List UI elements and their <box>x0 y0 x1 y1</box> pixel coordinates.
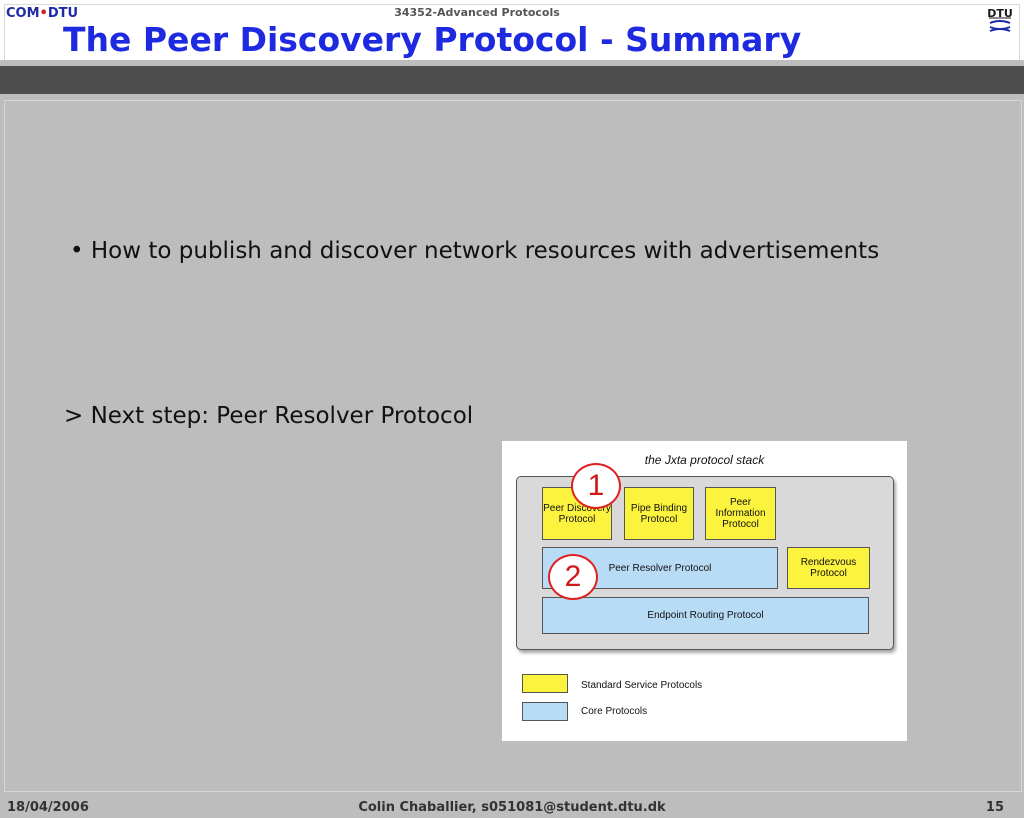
legend-label-standard: Standard Service Protocols <box>581 680 703 691</box>
dtu-logo-text: DTU <box>987 7 1013 20</box>
footer-date: 18/04/2006 <box>7 800 89 815</box>
endpoint-routing-box: Endpoint Routing Protocol <box>542 597 869 634</box>
marker-2: 2 <box>548 554 598 600</box>
header-divider-bar <box>0 66 1024 94</box>
figure-title: the Jxta protocol stack <box>644 453 765 467</box>
legend-swatch-standard <box>522 674 568 693</box>
legend-label-core: Core Protocols <box>581 706 648 717</box>
marker-1: 1 <box>571 463 621 509</box>
page-number: 15 <box>985 800 1004 815</box>
bullet-point: • How to publish and discover network re… <box>70 238 880 264</box>
legend-swatch-core <box>522 702 568 721</box>
logo-dtu-text: DTU <box>47 6 79 21</box>
jxta-stack-figure: the Jxta protocol stack Peer Discovery P… <box>502 441 907 741</box>
logo-com-text: COM <box>6 6 40 21</box>
com-dtu-logo: COM•DTU <box>6 6 78 21</box>
peer-information-box: Peer Information Protocol <box>705 487 776 540</box>
next-step-text: > Next step: Peer Resolver Protocol <box>64 403 474 429</box>
footer-author: Colin Chaballier, s051081@student.dtu.dk <box>358 800 666 815</box>
rendezvous-box: Rendezvous Protocol <box>787 547 870 589</box>
dtu-logo-icon: DTU <box>985 4 1015 40</box>
protocol-stack-panel: Peer Discovery Protocol Pipe Binding Pro… <box>516 476 894 650</box>
course-name: 34352-Advanced Protocols <box>394 6 560 19</box>
slide-title: The Peer Discovery Protocol - Summary <box>63 20 802 59</box>
pipe-binding-box: Pipe Binding Protocol <box>624 487 694 540</box>
slide-header: COM•DTU 34352-Advanced Protocols The Pee… <box>0 0 1024 60</box>
header-frame <box>4 4 1020 60</box>
logo-dot: • <box>39 6 48 21</box>
